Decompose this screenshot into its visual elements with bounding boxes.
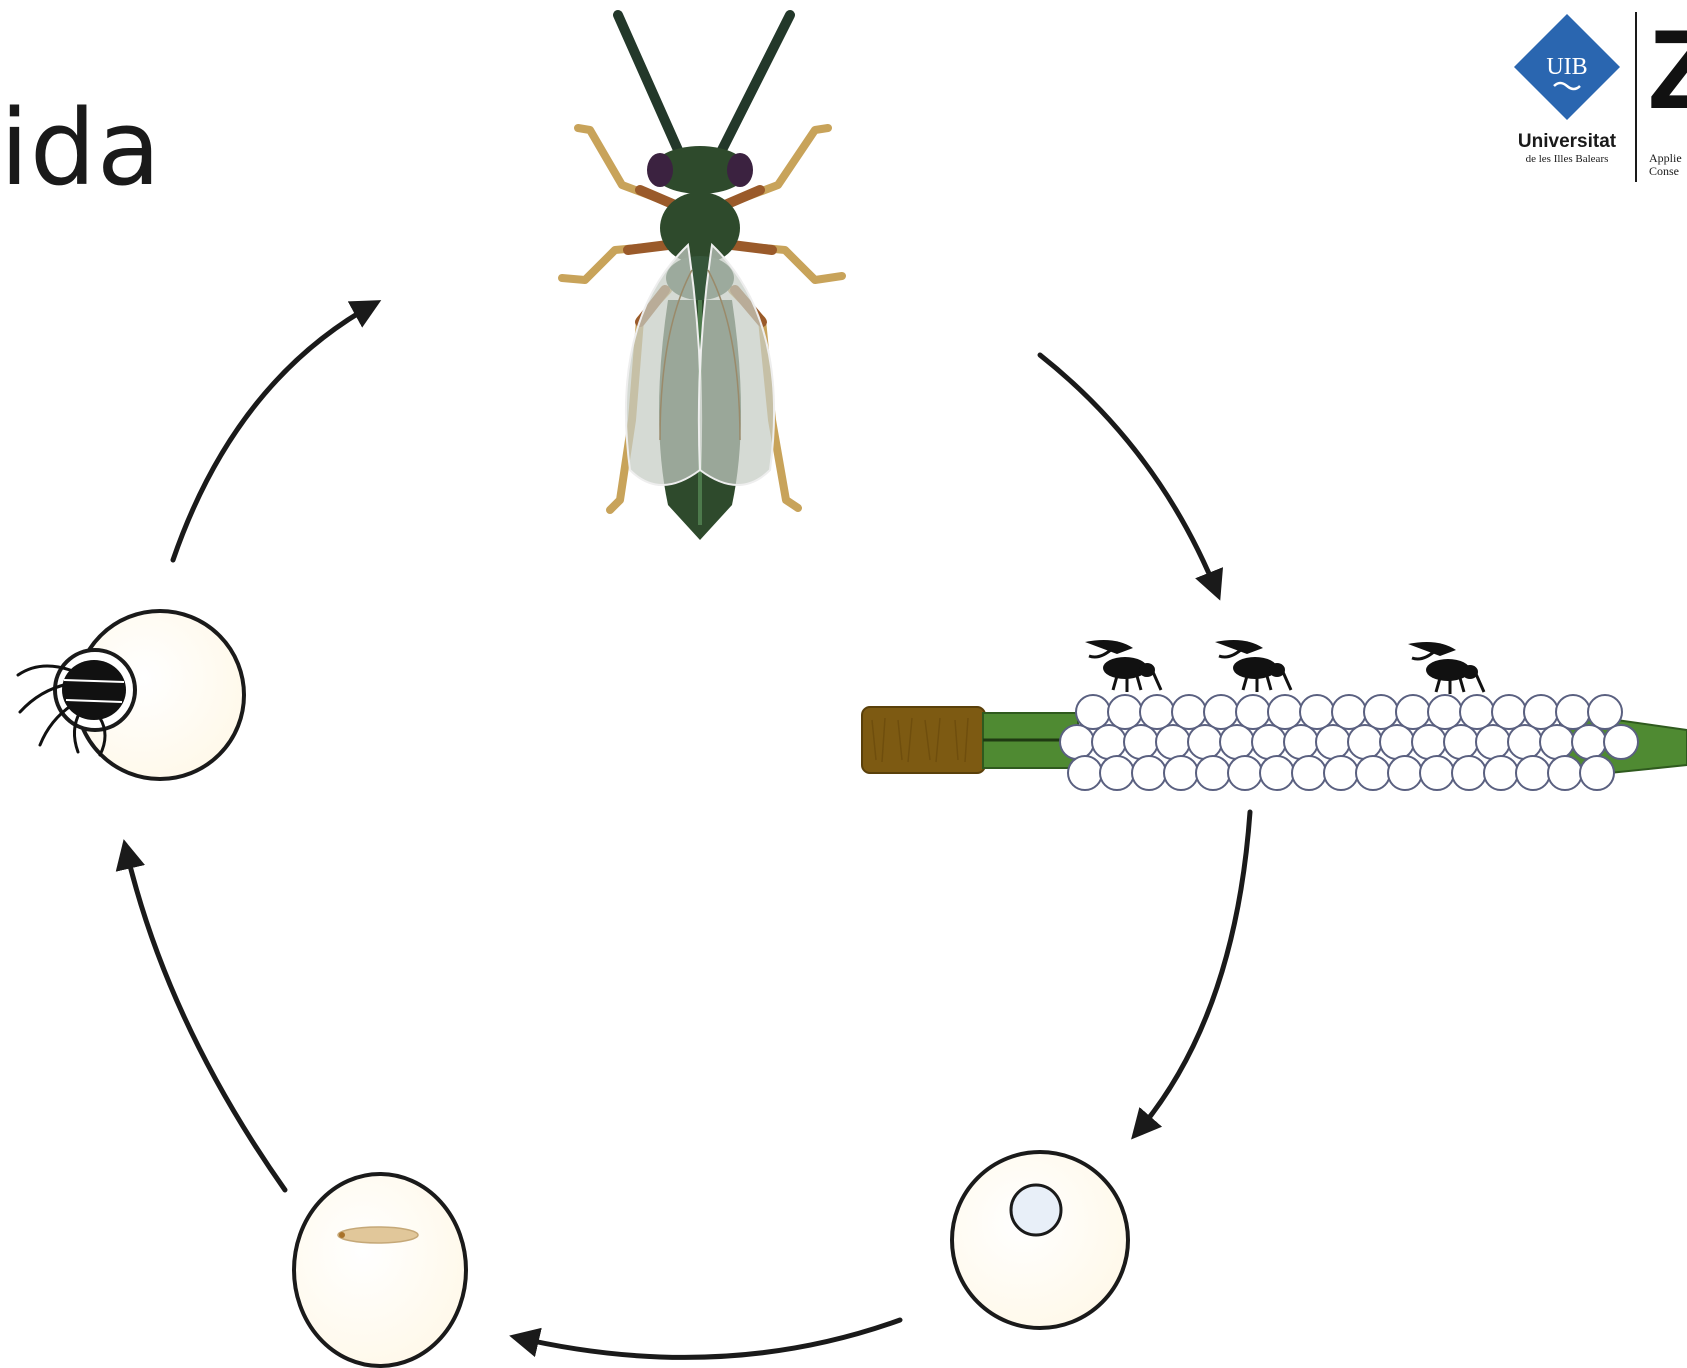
host-egg bbox=[1268, 695, 1302, 729]
host-egg bbox=[1316, 725, 1350, 759]
host-egg bbox=[1196, 756, 1230, 790]
host-egg bbox=[1236, 695, 1270, 729]
host-egg bbox=[1092, 725, 1126, 759]
host-egg bbox=[1324, 756, 1358, 790]
host-egg bbox=[1100, 756, 1134, 790]
ovipositing-wasps bbox=[1085, 640, 1484, 694]
host-egg bbox=[1588, 695, 1622, 729]
parasitoid-egg bbox=[1011, 1185, 1061, 1235]
arrow-oviposition-to-egg bbox=[1135, 812, 1250, 1135]
host-egg bbox=[1604, 725, 1638, 759]
host-egg bbox=[1332, 695, 1366, 729]
host-egg bbox=[1428, 695, 1462, 729]
host-egg-mass-on-stem-icon bbox=[862, 640, 1687, 790]
host-egg bbox=[1220, 725, 1254, 759]
arrow-emergence-to-adult bbox=[173, 303, 376, 560]
host-egg bbox=[1516, 756, 1550, 790]
host-egg bbox=[1452, 756, 1486, 790]
host-egg bbox=[1524, 695, 1558, 729]
host-egg bbox=[1364, 695, 1398, 729]
larva-in-egg-icon bbox=[294, 1174, 466, 1366]
parasitized-egg-icon bbox=[952, 1152, 1128, 1328]
host-egg bbox=[1132, 756, 1166, 790]
host-egg bbox=[1444, 725, 1478, 759]
wasp-silhouette-icon bbox=[1085, 640, 1161, 692]
wasp-silhouette-icon bbox=[1408, 642, 1484, 694]
host-egg bbox=[1396, 695, 1430, 729]
host-egg bbox=[1580, 756, 1614, 790]
arrow-adult-to-oviposition bbox=[1040, 355, 1218, 595]
host-egg bbox=[1260, 756, 1294, 790]
host-egg bbox=[1252, 725, 1286, 759]
host-egg bbox=[1420, 756, 1454, 790]
host-egg bbox=[1076, 695, 1110, 729]
host-egg bbox=[1484, 756, 1518, 790]
host-egg bbox=[1548, 756, 1582, 790]
host-egg bbox=[1068, 756, 1102, 790]
host-egg bbox=[1172, 695, 1206, 729]
host-egg bbox=[1348, 725, 1382, 759]
host-egg bbox=[1540, 725, 1574, 759]
wasp-silhouette-icon bbox=[1215, 640, 1291, 692]
host-egg bbox=[1572, 725, 1606, 759]
host-egg bbox=[1292, 756, 1326, 790]
larva bbox=[338, 1227, 418, 1243]
arrow-larva-to-emergence bbox=[125, 845, 285, 1190]
host-egg bbox=[1412, 725, 1446, 759]
host-egg bbox=[1204, 695, 1238, 729]
host-egg bbox=[1060, 725, 1094, 759]
host-egg bbox=[1300, 695, 1334, 729]
host-egg bbox=[1164, 756, 1198, 790]
arrow-egg-to-larva bbox=[515, 1320, 900, 1357]
parasitoid-wasp-icon bbox=[562, 15, 842, 540]
host-egg bbox=[1156, 725, 1190, 759]
host-egg bbox=[1508, 725, 1542, 759]
host-egg bbox=[1140, 695, 1174, 729]
host-egg bbox=[1188, 725, 1222, 759]
host-egg bbox=[1460, 695, 1494, 729]
host-egg bbox=[1380, 725, 1414, 759]
host-egg bbox=[1228, 756, 1262, 790]
host-egg bbox=[1284, 725, 1318, 759]
adult-emerging-from-egg-icon bbox=[18, 611, 244, 779]
host-egg bbox=[1124, 725, 1158, 759]
host-egg bbox=[1476, 725, 1510, 759]
host-egg bbox=[1492, 695, 1526, 729]
host-egg bbox=[1388, 756, 1422, 790]
host-egg bbox=[1556, 695, 1590, 729]
host-egg bbox=[1356, 756, 1390, 790]
host-egg bbox=[1108, 695, 1142, 729]
